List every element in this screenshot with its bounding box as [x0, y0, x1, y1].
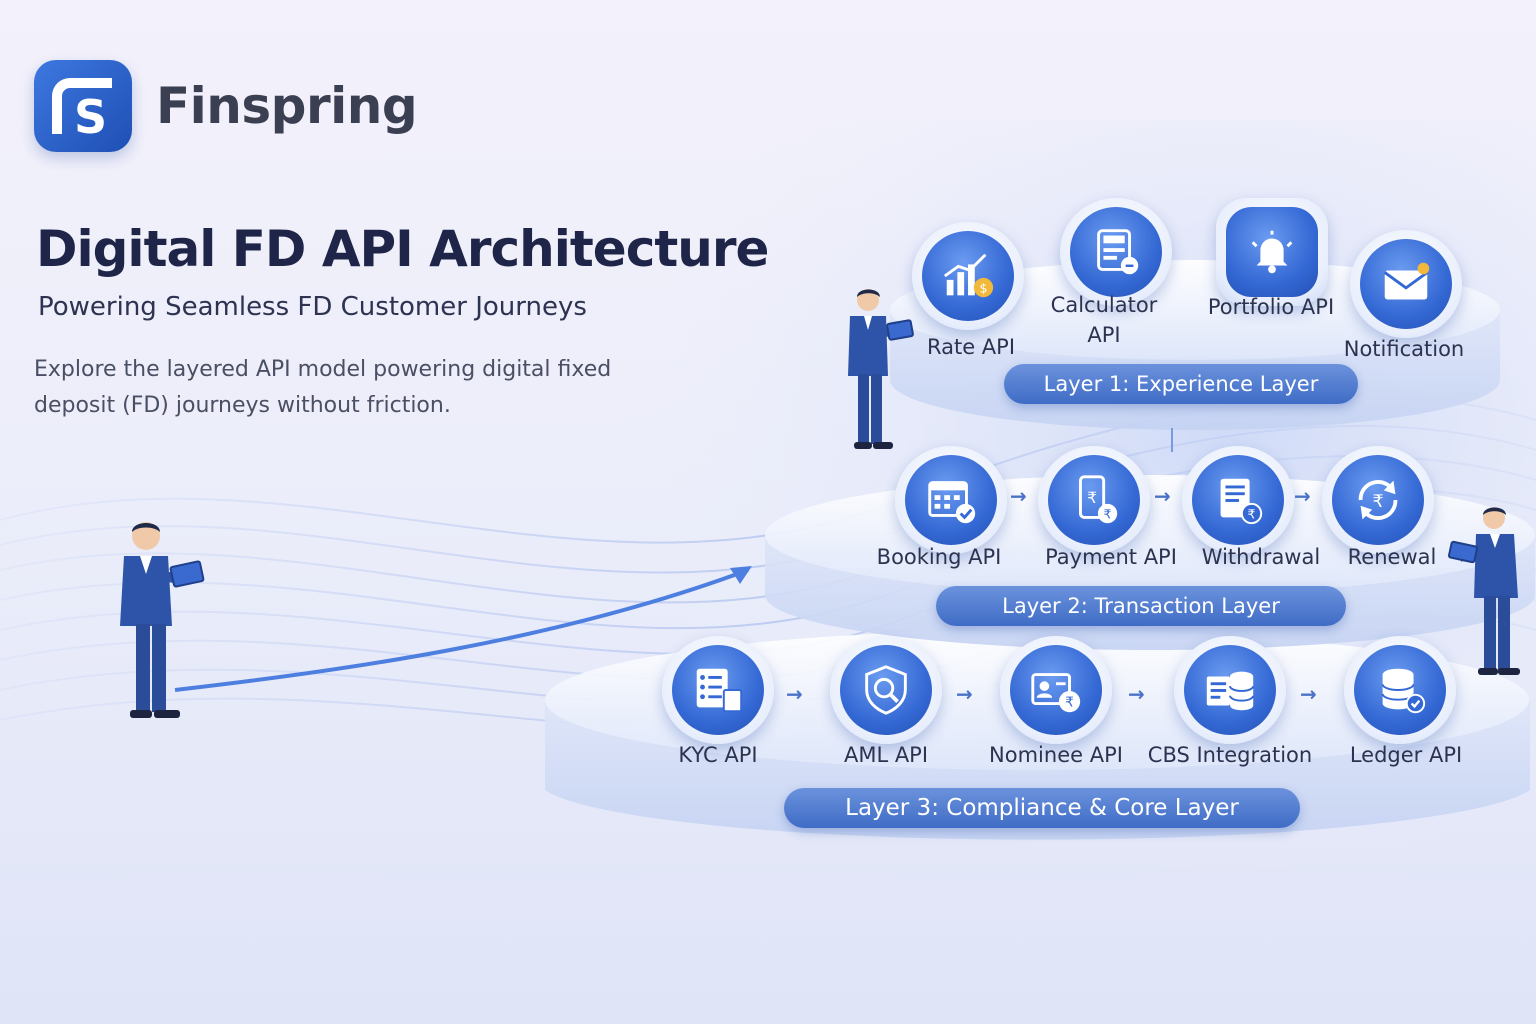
finspring-logo: S: [34, 60, 132, 152]
node-label: CBS Integration: [1147, 743, 1313, 767]
calendar-check-icon: [928, 481, 976, 524]
flow-arrow-icon: →: [1128, 682, 1145, 706]
mail-icon: [1383, 262, 1430, 300]
node-label: Nominee API: [989, 743, 1123, 767]
chart-rupee-icon: $: [943, 253, 994, 298]
node-label: Payment API: [1045, 545, 1177, 569]
brand-name: Finspring: [156, 77, 418, 135]
node-booking-api[interactable]: [895, 446, 1007, 554]
node-ledger-api[interactable]: [1344, 636, 1456, 744]
node-rate-api[interactable]: $: [912, 222, 1024, 330]
businessman-with-tablet-left: [120, 522, 205, 718]
id-card-rupee-icon: ₹: [1031, 673, 1081, 713]
node-label: Withdrawal: [1201, 545, 1321, 569]
flow-arrow-icon: →: [786, 682, 803, 706]
checklist-icon: [696, 668, 743, 713]
node-calculator-api[interactable]: [1060, 198, 1172, 306]
node-label: Calculator API: [1050, 293, 1158, 347]
svg-text:₹: ₹: [1372, 492, 1383, 512]
node-label: Notification: [1343, 337, 1465, 361]
node-label: AML API: [843, 743, 929, 767]
svg-text:₹: ₹: [1065, 694, 1074, 710]
node-label: Renewal: [1347, 545, 1437, 569]
bell-icon: [1251, 230, 1293, 274]
document-rupee-icon: ₹: [1220, 478, 1263, 525]
svg-text:₹: ₹: [1104, 506, 1112, 521]
node-portfolio-api[interactable]: [1216, 198, 1328, 306]
page-title: Digital FD API Architecture: [36, 220, 769, 278]
node-label: Booking API: [876, 545, 1002, 569]
businessman-with-tablet-top: [848, 289, 914, 449]
node-label: Portfolio API: [1207, 295, 1335, 319]
database-doc-icon: [1206, 671, 1255, 711]
node-notification[interactable]: [1350, 230, 1462, 338]
refresh-rupee-icon: ₹: [1358, 480, 1398, 520]
phone-rupee-icon: ₹₹: [1079, 475, 1118, 524]
businessman-with-laptop-right: [1448, 507, 1520, 675]
brand: S Finspring: [34, 60, 418, 152]
flow-arrow-icon: →: [1154, 484, 1171, 508]
node-nominee-api[interactable]: ₹: [1000, 636, 1112, 744]
page-subtitle: Powering Seamless FD Customer Journeys: [38, 292, 587, 322]
database-check-icon: [1381, 668, 1426, 714]
node-label: Ledger API: [1349, 743, 1463, 767]
node-payment-api[interactable]: ₹₹: [1038, 446, 1150, 554]
svg-text:₹: ₹: [1248, 506, 1256, 521]
node-label: KYC API: [678, 743, 758, 767]
flow-arrow-icon: →: [1010, 484, 1027, 508]
node-cbs-integration[interactable]: [1174, 636, 1286, 744]
node-label: Rate API: [926, 335, 1016, 359]
svg-text:$: $: [979, 280, 987, 295]
layer-1-label: Layer 1: Experience Layer: [1004, 364, 1358, 404]
layer-3-label: Layer 3: Compliance & Core Layer: [784, 788, 1300, 828]
layer-2-label: Layer 2: Transaction Layer: [936, 586, 1346, 626]
flow-arrow-icon: →: [1300, 682, 1317, 706]
flow-arrow-icon: →: [956, 682, 973, 706]
page-description: Explore the layered API model powering d…: [34, 357, 612, 418]
svg-text:₹: ₹: [1087, 489, 1097, 507]
flow-arrow-icon: →: [1294, 484, 1311, 508]
node-renewal[interactable]: ₹: [1322, 446, 1434, 554]
node-kyc-api[interactable]: [662, 636, 774, 744]
shield-search-icon: [865, 665, 907, 715]
node-aml-api[interactable]: [830, 636, 942, 744]
calculator-icon: [1097, 229, 1139, 275]
node-withdrawal[interactable]: ₹: [1182, 446, 1294, 554]
